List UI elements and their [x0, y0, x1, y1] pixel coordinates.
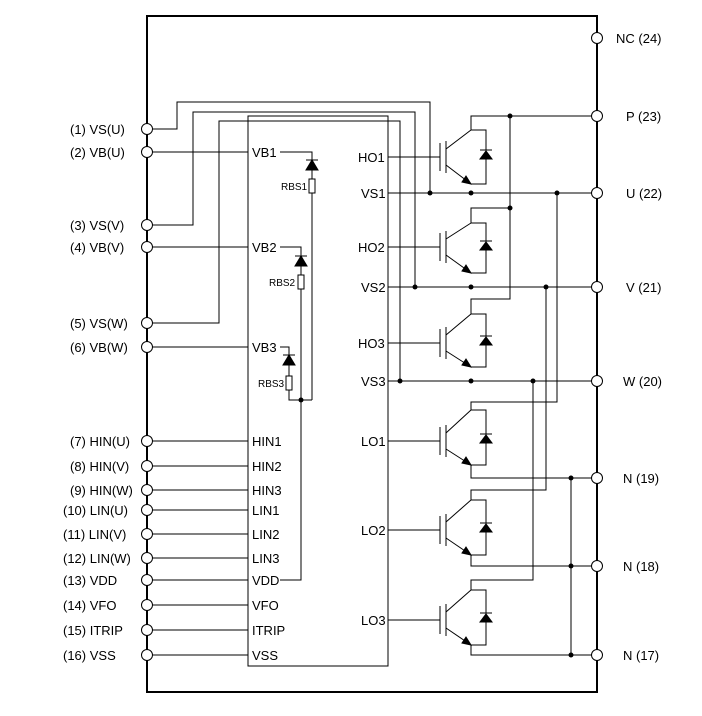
pin-label-16: (16) VSS — [63, 648, 116, 663]
pin-label-10: (10) LIN(U) — [63, 503, 128, 518]
ic-pin-lo3: LO3 — [361, 613, 386, 628]
pin-label-3: (3) VS(V) — [70, 218, 124, 233]
pin-label-7: (7) HIN(U) — [70, 434, 130, 449]
left-pin-terminals — [141, 123, 153, 661]
pin-label-13: (13) VDD — [63, 573, 117, 588]
label-rbs1: RBS1 — [281, 182, 308, 193]
bootstrap-resistor-labels: RBS1 RBS2 RBS3 — [258, 182, 308, 390]
ic-pin-vs2: VS2 — [361, 280, 386, 295]
pin-label-9: (9) HIN(W) — [70, 483, 133, 498]
pin-label-6: (6) VB(W) — [70, 340, 128, 355]
pin-label-15: (15) ITRIP — [63, 623, 123, 638]
ic-pin-hin1: HIN1 — [252, 434, 282, 449]
pin-label-21: V (21) — [626, 280, 661, 295]
igbt-high-side-v — [439, 222, 493, 274]
pin-label-4: (4) VB(V) — [70, 240, 124, 255]
junction-dots — [298, 113, 574, 658]
ic-pin-vb2: VB2 — [252, 240, 277, 255]
ic-pin-vfo: VFO — [252, 598, 279, 613]
ic-pin-lo2: LO2 — [361, 523, 386, 538]
ic-pin-lin1: LIN1 — [252, 503, 279, 518]
wiring — [153, 101, 597, 656]
right-pin-terminals — [591, 32, 603, 661]
ic-pin-hin2: HIN2 — [252, 459, 282, 474]
pin-label-17: N (17) — [623, 648, 659, 663]
igbt-high-side-u — [439, 129, 493, 185]
igbt-low-side-v — [439, 499, 493, 556]
pin-label-23: P (23) — [626, 109, 661, 124]
bootstrap-resistor-2 — [297, 274, 305, 290]
ic-pin-ho2: HO2 — [358, 240, 385, 255]
bootstrap-resistor-3 — [285, 375, 293, 391]
ic-pin-vb3: VB3 — [252, 340, 277, 355]
pin-label-8: (8) HIN(V) — [70, 459, 129, 474]
driver-output-labels: HO1 VS1 HO2 VS2 HO3 VS3 LO1 LO2 LO3 — [358, 150, 386, 628]
bootstrap-diode-3 — [282, 354, 296, 366]
ic-pin-vs3: VS3 — [361, 374, 386, 389]
ic-pin-lin3: LIN3 — [252, 551, 279, 566]
ic-pin-ho1: HO1 — [358, 150, 385, 165]
igbt-low-side-u — [439, 409, 493, 466]
label-rbs2: RBS2 — [269, 278, 296, 289]
pin-label-24: NC (24) — [616, 31, 662, 46]
ic-pin-vs1: VS1 — [361, 186, 386, 201]
ic-pin-ho3: HO3 — [358, 336, 385, 351]
ic-pin-vb1: VB1 — [252, 145, 277, 160]
label-rbs3: RBS3 — [258, 379, 285, 390]
pin-label-22: U (22) — [626, 186, 662, 201]
ic-pin-lin2: LIN2 — [252, 527, 279, 542]
pin-label-2: (2) VB(U) — [70, 145, 125, 160]
pin-label-11: (11) LIN(V) — [63, 527, 126, 542]
ic-pin-lo1: LO1 — [361, 434, 386, 449]
ic-pin-vss: VSS — [252, 648, 278, 663]
left-pin-labels: (1) VS(U) (2) VB(U) (3) VS(V) (4) VB(V) … — [63, 122, 133, 663]
pin-label-5: (5) VS(W) — [70, 316, 128, 331]
gate-driver-ic — [247, 115, 389, 667]
pin-label-12: (12) LIN(W) — [63, 551, 131, 566]
ic-pin-itrip: ITRIP — [252, 623, 285, 638]
igbt-low-side-w — [439, 589, 493, 646]
bootstrap-diode-1 — [305, 159, 319, 171]
pin-label-20: W (20) — [623, 374, 662, 389]
pin-label-14: (14) VFO — [63, 598, 116, 613]
driver-input-labels: VB1 VB2 VB3 HIN1 HIN2 HIN3 LIN1 LIN2 LIN… — [252, 145, 285, 663]
igbt-high-side-w — [439, 313, 493, 368]
ic-pin-vdd: VDD — [252, 573, 279, 588]
ic-pin-hin3: HIN3 — [252, 483, 282, 498]
module-outline — [146, 15, 598, 693]
bootstrap-diode-2 — [294, 255, 308, 267]
pin-label-1: (1) VS(U) — [70, 122, 125, 137]
bootstrap-resistor-1 — [308, 178, 316, 194]
pin-label-18: N (18) — [623, 559, 659, 574]
right-pin-labels: NC (24) P (23) U (22) V (21) W (20) N (1… — [616, 31, 662, 663]
pin-label-19: N (19) — [623, 471, 659, 486]
